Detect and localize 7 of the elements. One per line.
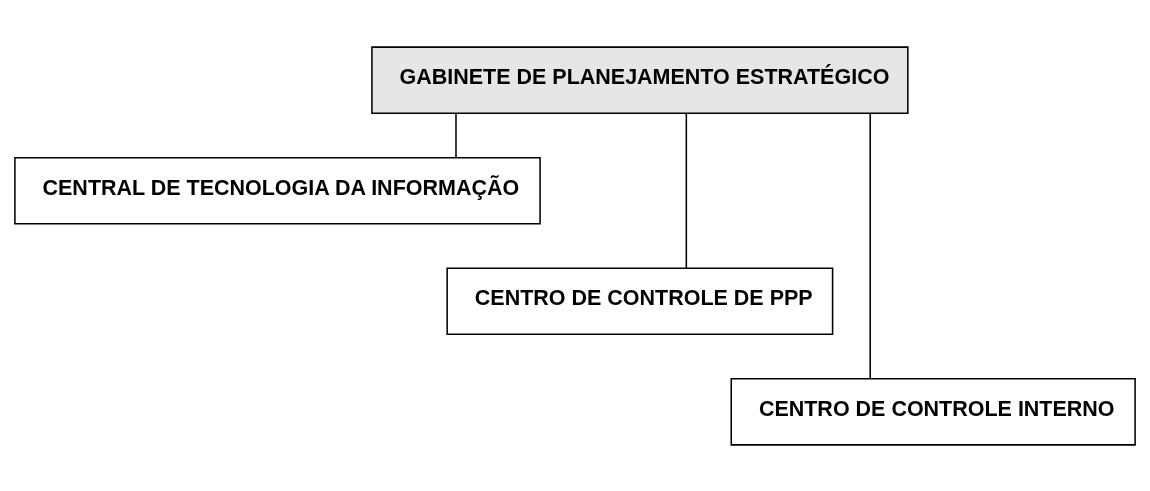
- connector: [869, 111, 871, 379]
- node-box: CENTRAL DE TECNOLOGIA DA INFORMAÇÃO: [14, 156, 541, 224]
- node-box: GABINETE DE PLANEJAMENTO ESTRATÉGICO: [371, 45, 909, 114]
- node-box: CENTRO DE CONTROLE INTERNO: [730, 377, 1136, 446]
- connector: [685, 112, 688, 269]
- connector: [455, 112, 457, 158]
- node-box: CENTRO DE CONTROLE DE PPP: [446, 267, 834, 335]
